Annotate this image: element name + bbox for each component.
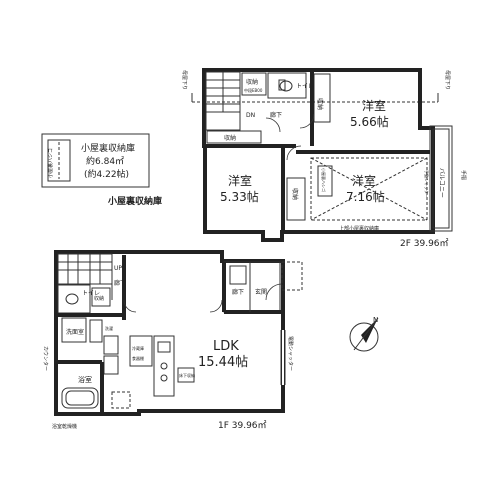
floor1-area: 1F 39.96㎡ <box>218 420 267 431</box>
ldk-size: 15.44帖 <box>198 355 248 370</box>
toilet-1f-label: トイレ <box>82 290 100 297</box>
eave-left-label: 母屋下り <box>181 70 187 90</box>
attic-label-3: (約4.22帖) <box>84 168 129 180</box>
compass: N <box>349 316 379 352</box>
counter-label: カウンター <box>42 346 49 371</box>
fridge-label: 冷蔵庫 <box>132 345 144 351</box>
up-label: UP <box>114 265 122 272</box>
attic-label-2: 約6.84㎡ <box>86 155 124 167</box>
floor-storage-label: 床下収納 <box>179 372 195 378</box>
stairs-1f <box>57 253 113 285</box>
room-c-size: 7.16帖 <box>346 189 385 204</box>
room-c-name: 洋室 <box>352 173 376 188</box>
washroom-label: 洗面室 <box>66 328 84 336</box>
closet-mid2-label: 収納 <box>291 188 299 200</box>
bath-label: 浴室 <box>78 375 92 384</box>
rail-label: 手摺 <box>460 170 467 180</box>
storage-1f-label: 収納 <box>94 295 104 302</box>
attic-hatch-2f: 小屋裏ハシゴ <box>321 168 327 192</box>
closet-mid-label: 収納 <box>224 134 236 142</box>
entrance-label: 玄関 <box>255 288 267 296</box>
eave-right-label: 母屋下り <box>444 70 450 90</box>
attic-note: 上部小屋裏収納庫 <box>339 225 379 232</box>
room-b-name: 洋室 <box>228 173 252 188</box>
attic-hatch-label: 小屋裏ハシゴ <box>47 148 54 178</box>
attic-label-1: 小屋裏収納庫 <box>81 142 135 154</box>
storage-top-sub: 中段EB00 <box>244 87 263 93</box>
storage-top-label: 収納 <box>246 78 258 86</box>
dryer-label: 浴室乾燥機 <box>52 423 77 430</box>
compass-label: N <box>373 316 378 324</box>
floor2-area: 2F 39.96㎡ <box>400 238 449 249</box>
balcony-label: バルコニー <box>438 168 445 198</box>
attic-caption: 小屋裏収納庫 <box>107 195 162 207</box>
room-a-name: 洋室 <box>362 98 386 113</box>
room-b-size: 5.33帖 <box>220 189 259 204</box>
shutter-1f-label: 電動シャッター <box>287 336 294 371</box>
wash-label: 洗濯 <box>105 325 113 331</box>
corridor-1f-label: 廊下 <box>114 279 126 287</box>
floor2-plan: 母屋下り 母屋下り バルコニー 手摺 手動シャッター DN 収納 中段EB00 … <box>181 68 467 249</box>
toilet-2f-label: トイレ <box>296 83 314 90</box>
attic-storage-box: 小屋裏ハシゴ 小屋裏収納庫 約6.84㎡ (約4.22帖) 小屋裏収納庫 <box>41 133 162 207</box>
floor1-plan: UP 廊下 トイレ 収納 洗面室 カウンター 洗濯 浴室 浴室乾燥機 冷蔵庫 <box>42 250 303 431</box>
room-a-size: 5.66帖 <box>350 114 389 129</box>
entrance-corr-label: 廊下 <box>232 288 244 296</box>
svg-text:DN: DN <box>246 112 255 119</box>
shelf-label: 食器棚 <box>132 355 144 361</box>
ldk-name: LDK <box>213 339 239 354</box>
corridor-2f-label: 廊下 <box>270 111 282 119</box>
stairs-2f: DN <box>205 71 255 131</box>
closet-right-label: 収納 <box>316 98 324 110</box>
